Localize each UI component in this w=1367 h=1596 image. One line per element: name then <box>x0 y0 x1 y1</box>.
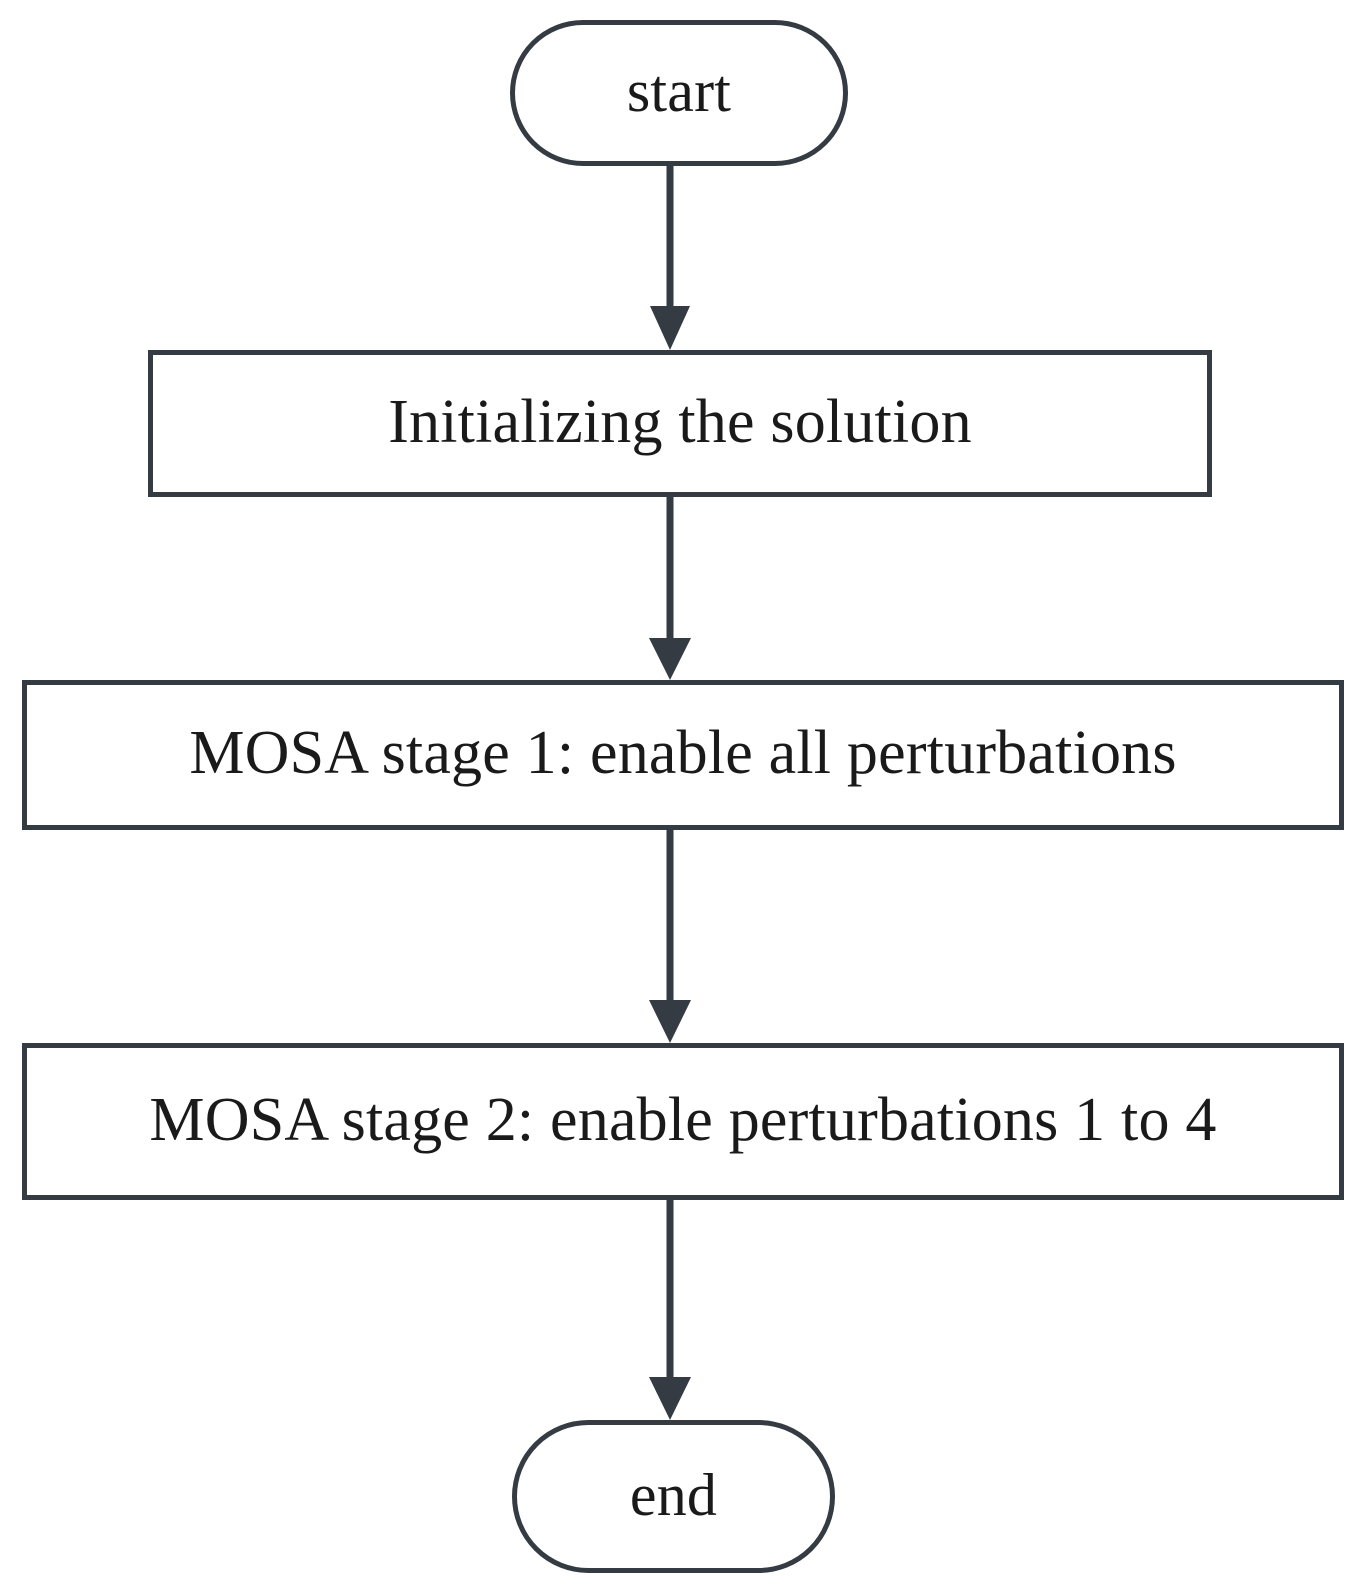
flow-node-mosa-stage-2[interactable]: MOSA stage 2: enable perturbations 1 to … <box>22 1043 1344 1200</box>
flow-node-mosa-stage-1[interactable]: MOSA stage 1: enable all perturbations <box>22 680 1344 830</box>
arrow-init-to-stage1 <box>649 497 691 680</box>
flow-node-start[interactable]: start <box>510 20 848 166</box>
flow-node-stage1-label: MOSA stage 1: enable all perturbations <box>189 719 1177 787</box>
flow-node-initializing-the-solution[interactable]: Initializing the solution <box>148 350 1212 497</box>
flow-node-start-label: start <box>626 58 732 124</box>
arrow-start-to-init <box>650 166 690 350</box>
flow-node-stage2-label: MOSA stage 2: enable perturbations 1 to … <box>149 1085 1217 1154</box>
arrow-stage2-to-end <box>649 1200 691 1420</box>
arrow-stage1-to-stage2 <box>649 830 691 1043</box>
flow-node-end-label: end <box>629 1461 718 1528</box>
flow-node-init-label: Initializing the solution <box>388 387 972 456</box>
flow-node-end[interactable]: end <box>512 1420 835 1573</box>
